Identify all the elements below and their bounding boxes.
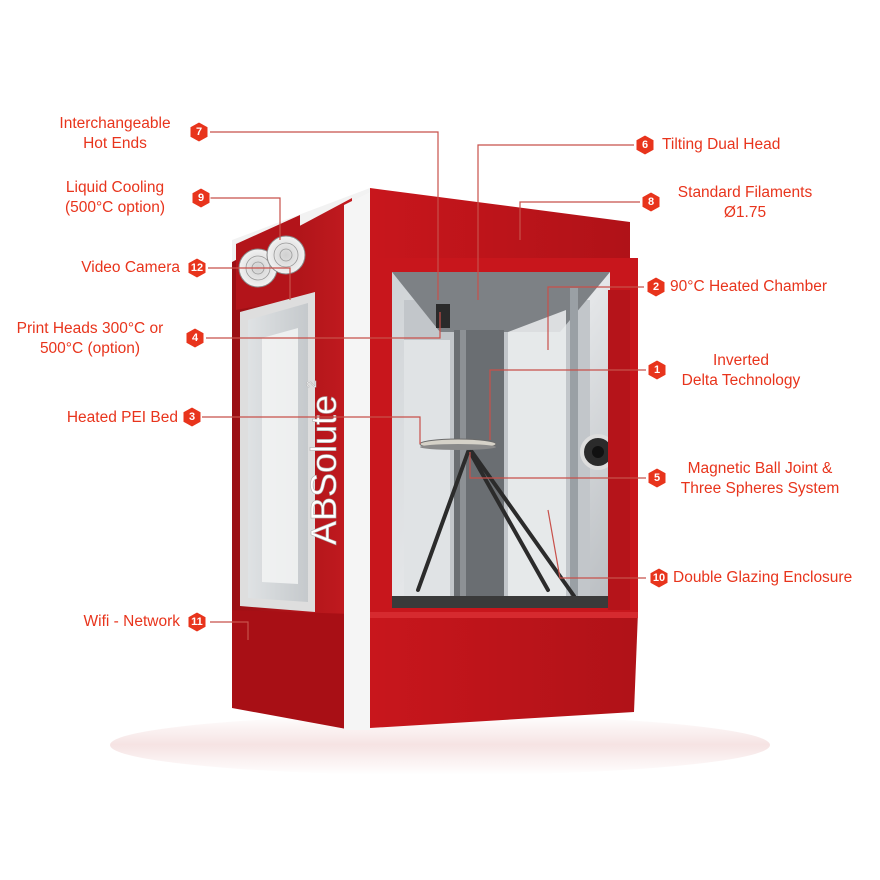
callout-badge-11: 11	[186, 611, 208, 633]
callout-label-9: Liquid Cooling (500°C option)	[64, 179, 166, 216]
leader-line-11	[210, 621, 249, 640]
callout-label-8: Standard Filaments Ø1.75	[677, 184, 813, 221]
front-cabinet	[370, 612, 638, 728]
leader-line-10	[547, 509, 646, 579]
base-white-frame	[344, 612, 370, 730]
callout-label-3: Heated PEI Bed	[66, 409, 178, 426]
callout-badge-12: 12	[186, 257, 208, 279]
printer-top-box	[370, 188, 630, 262]
callout-badge-8: 8	[640, 191, 662, 213]
leader-line-12	[208, 267, 291, 300]
callout-badge-4: 4	[184, 327, 206, 349]
callout-badge-3: 3	[181, 406, 203, 428]
chamber-floor	[392, 596, 610, 608]
callout-label-6: Tilting Dual Head	[662, 136, 781, 153]
leader-line-3	[202, 416, 421, 444]
callout-badge-2: 2	[645, 276, 667, 298]
callout-badge-7: 7	[188, 121, 210, 143]
leader-line-4	[206, 312, 441, 339]
leader-line-5	[469, 452, 646, 479]
leader-line-8	[519, 201, 640, 240]
callout-label-1: Inverted Delta Technology	[681, 352, 801, 389]
leader-line-1	[489, 369, 646, 440]
callout-label-4: Print Heads 300°C or 500°C (option)	[16, 320, 164, 357]
callout-label-12: Video Camera	[81, 259, 180, 276]
absolute-logo: ABSolute 2	[303, 380, 345, 546]
callout-label-7: Interchangeable Hot Ends	[59, 115, 171, 152]
logo-superscript: 2	[303, 380, 319, 388]
callout-label-2: 90°C Heated Chamber	[670, 278, 827, 295]
cooling-fan-icon	[266, 235, 306, 275]
callout-label-10: Double Glazing Enclosure	[673, 569, 853, 586]
logo-text: ABSolute	[303, 395, 344, 545]
leader-line-6	[477, 144, 634, 300]
callout-badge-10: 10	[648, 567, 670, 589]
callout-label-11: Wifi - Network	[83, 613, 180, 630]
leader-line-2	[547, 286, 644, 350]
callout-badge-1: 1	[646, 359, 668, 381]
callout-badge-9: 9	[190, 187, 212, 209]
side-window-inner	[262, 328, 298, 584]
leader-line-7	[210, 131, 439, 300]
floor-reflection	[110, 715, 770, 775]
callout-badge-6: 6	[634, 134, 656, 156]
delta-arms	[416, 450, 576, 598]
printer-side-white-frame	[344, 192, 370, 730]
side-cabinet	[232, 610, 352, 730]
callout-badge-5: 5	[646, 467, 668, 489]
callout-label-5: Magnetic Ball Joint & Three Spheres Syst…	[680, 460, 840, 497]
chamber-rod	[570, 288, 578, 598]
leader-line-9	[210, 197, 281, 240]
